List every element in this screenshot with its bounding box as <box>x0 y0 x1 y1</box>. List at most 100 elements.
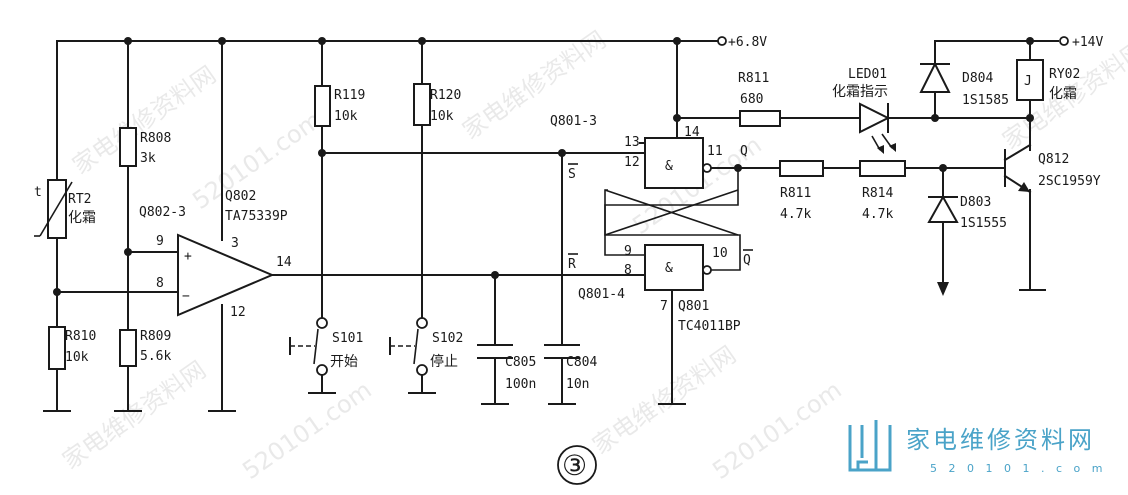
figure-number-text: ③ <box>562 449 587 482</box>
r811-mid-ref: R811 <box>780 186 811 201</box>
watermark-url: 520101.com <box>187 106 326 215</box>
q802-minus-sign: − <box>182 289 190 304</box>
junctions <box>53 37 1034 296</box>
rt2-ref: RT2 <box>68 192 91 207</box>
r119-ref: R119 <box>334 88 365 103</box>
logo-sub-text: 5 2 0 1 0 1 . c o m <box>930 462 1106 475</box>
r811-top-value: 680 <box>740 92 763 107</box>
logo-main-text: 家电维修资料网 <box>906 426 1095 454</box>
q802-pin-out: 14 <box>276 255 292 270</box>
q802-pin-gnd: 12 <box>230 305 246 320</box>
r814-value: 4.7k <box>862 207 893 222</box>
nand-gate-q801-3: & 13 12 11 14 Q Q801-3 <box>550 114 748 189</box>
nand-gate-q801-4: & 9 8 10 7 Q Q801-4 Q801 TC4011BP <box>578 244 753 334</box>
switch-s102: S102 停止 <box>389 317 463 394</box>
q802-unit: Q802-3 <box>139 205 186 220</box>
r120-value: 10k <box>430 109 454 124</box>
q801-3-amp: & <box>665 159 673 174</box>
d803-part: 1S1555 <box>960 216 1007 231</box>
q801-pin8: 8 <box>624 263 632 278</box>
c805-value: 100n <box>505 377 536 392</box>
q801-ref: Q801 <box>678 299 709 314</box>
watermark-url: 520101.com <box>237 376 376 485</box>
r808-value: 3k <box>140 151 156 166</box>
q801-part: TC4011BP <box>678 319 741 334</box>
d804-ref: D804 <box>962 71 993 86</box>
r810-ref: R810 <box>65 329 96 344</box>
figure-number: ③ <box>557 445 597 485</box>
resistor-r814: R814 4.7k <box>859 160 906 222</box>
wires <box>56 40 1059 412</box>
transistor-q812: Q812 2SC1959Y <box>1003 143 1101 194</box>
q802-pin-minus: 8 <box>156 276 164 291</box>
latch-input-labels: S R <box>568 163 578 272</box>
site-logo: 家电维修资料网 5 2 0 1 0 1 . c o m <box>848 420 1106 475</box>
resistor-r810: R810 10k <box>48 326 96 370</box>
q802-plus-sign: + <box>184 249 192 264</box>
r811-top-ref: R811 <box>738 71 769 86</box>
r120-ref: R120 <box>430 88 461 103</box>
s102-desc: 停止 <box>430 353 458 370</box>
led01-ref: LED01 <box>848 67 887 82</box>
thermistor-rt2: t RT2 化霜 <box>34 179 96 239</box>
q802-part: TA75339P <box>225 209 288 224</box>
q802-pin-plus: 9 <box>156 234 164 249</box>
s-bar-label: S <box>568 167 576 182</box>
q801-4-amp: & <box>665 261 673 276</box>
d803-ref: D803 <box>960 195 991 210</box>
r809-ref: R809 <box>140 329 171 344</box>
s101-ref: S101 <box>332 331 363 346</box>
s101-desc: 开始 <box>330 354 358 370</box>
r810-value: 10k <box>65 350 89 365</box>
q812-ref: Q812 <box>1038 152 1069 167</box>
q802-ref: Q802 <box>225 189 256 204</box>
q801-pin9: 9 <box>624 244 632 259</box>
q801-pin12: 12 <box>624 155 640 170</box>
r808-ref: R808 <box>140 131 171 146</box>
rt2-desc: 化霜 <box>68 210 96 226</box>
d804-part: 1S1585 <box>962 93 1009 108</box>
resistor-r811-680: R811 680 <box>738 71 781 127</box>
q801-pin14: 14 <box>684 125 700 140</box>
capacitor-c805: C805 100n <box>477 344 536 392</box>
supply-terminals: +6.8V +14V <box>717 35 1103 50</box>
relay-ry02: J RY02 化霜 <box>1016 59 1080 102</box>
rt2-t-label: t <box>34 185 42 200</box>
q812-part: 2SC1959Y <box>1038 174 1101 189</box>
q801-pin11: 11 <box>707 144 723 159</box>
diode-d804: D804 1S1585 <box>919 61 1009 108</box>
resistor-r119: R119 10k <box>314 85 365 127</box>
q801-pin10: 10 <box>712 246 728 261</box>
resistor-r808: R808 3k <box>119 127 171 167</box>
q801-unit-a: Q801-3 <box>550 114 597 129</box>
op-amp-q802: + − 9 8 3 12 14 Q802-3 Q802 TA75339P <box>139 189 292 320</box>
s102-ref: S102 <box>432 331 463 346</box>
capacitor-c804: C804 10n <box>544 344 597 392</box>
c804-value: 10n <box>566 377 589 392</box>
diode-d803: D803 1S1555 <box>927 194 1007 231</box>
q-output-label: Q <box>740 144 748 159</box>
supply-14v-label: +14V <box>1072 35 1103 50</box>
led01-desc: 化霜指示 <box>832 84 888 100</box>
ry02-ref: RY02 <box>1049 67 1080 82</box>
led-led01: LED01 化霜指示 <box>832 67 896 154</box>
resistor-r809: R809 5.6k <box>119 329 171 367</box>
r809-value: 5.6k <box>140 349 171 364</box>
q802-pin-vcc: 3 <box>231 236 239 251</box>
c805-ref: C805 <box>505 355 536 370</box>
c804-ref: C804 <box>566 355 597 370</box>
q801-unit-b: Q801-4 <box>578 287 625 302</box>
resistor-r120: R120 10k <box>413 83 461 126</box>
q-bar-label: Q <box>743 253 751 268</box>
switch-s101: S101 开始 <box>289 317 363 394</box>
q801-pin13: 13 <box>624 135 640 150</box>
r811-mid-value: 4.7k <box>780 207 811 222</box>
q801-pin7: 7 <box>660 299 668 314</box>
supply-6v8-label: +6.8V <box>728 35 767 50</box>
watermark-text: 家电维修资料网 <box>587 341 741 460</box>
watermark-url: 520101.com <box>707 376 846 485</box>
ry02-desc: 化霜 <box>1049 86 1077 102</box>
watermark-text: 家电维修资料网 <box>57 356 211 475</box>
r-bar-label: R <box>568 257 576 272</box>
